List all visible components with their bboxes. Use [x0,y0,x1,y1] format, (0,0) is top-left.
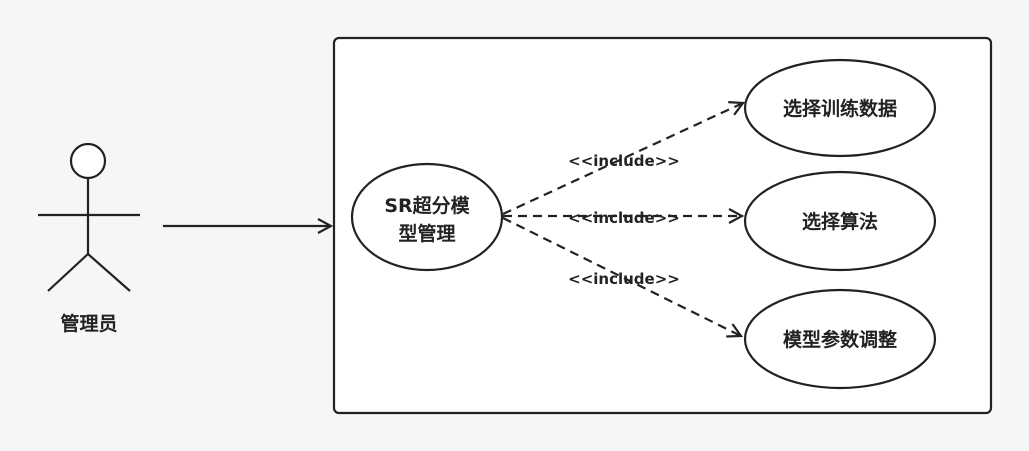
use-case-main-line1: SR超分模 [384,194,470,217]
actor-left-leg [47,253,89,292]
use-case-select-algorithm[interactable] [743,170,937,272]
actor-right-leg [87,253,131,292]
use-case-main-line2: 型管理 [398,222,455,245]
use-case-model-param-tuning-label: 模型参数调整 [783,328,897,351]
use-case-model-param-tuning[interactable] [743,288,937,390]
use-case-select-algorithm-label: 选择算法 [802,210,878,233]
use-case-select-training-data-label: 选择训练数据 [783,97,897,120]
include-label-bottom: <<include>> [568,270,680,288]
use-case-select-training-data[interactable] [743,58,937,158]
actor-figure [38,142,140,292]
actor-label: 管理员 [60,312,117,335]
use-case-main[interactable] [350,162,504,272]
actor-head [69,142,107,180]
include-label-middle: <<include>> [568,209,680,227]
include-label-top: <<include>> [568,152,680,170]
